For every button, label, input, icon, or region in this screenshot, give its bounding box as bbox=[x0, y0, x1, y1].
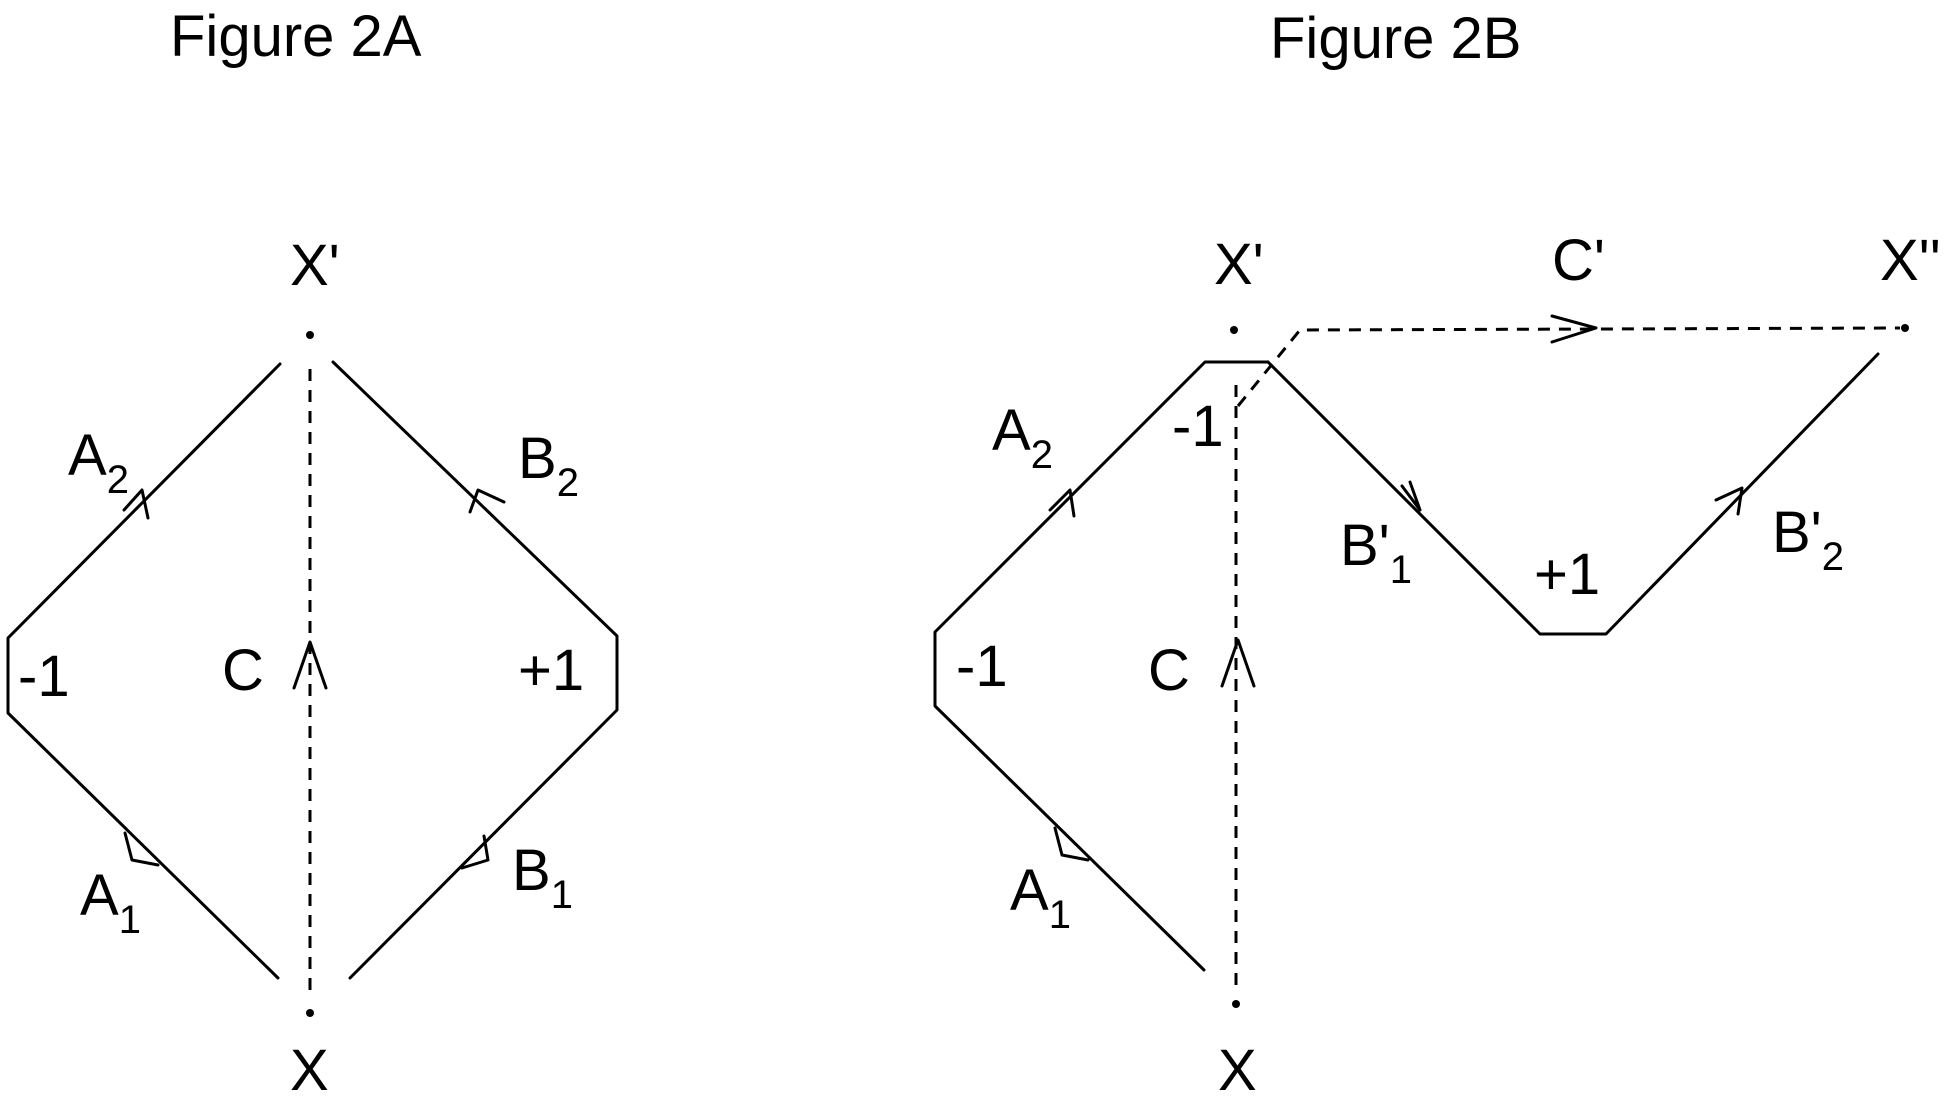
figure-2b-title: Figure 2B bbox=[1270, 6, 1521, 71]
left-weight: -1 bbox=[18, 644, 70, 709]
label-b2: B2 bbox=[518, 426, 579, 505]
label-c: C bbox=[222, 638, 264, 703]
arrow-b1-prime bbox=[1400, 480, 1422, 512]
arrow-b2-prime bbox=[1714, 486, 1744, 516]
node-x-label: X bbox=[1218, 1038, 1257, 1096]
label-a1: A1 bbox=[1010, 858, 1071, 937]
figure-2a-title: Figure 2A bbox=[170, 4, 422, 69]
arrow-c-prime bbox=[1550, 314, 1598, 344]
arrow-a1 bbox=[123, 831, 160, 867]
node-x-label: X bbox=[290, 1038, 329, 1096]
arrow-a2 bbox=[122, 488, 150, 520]
arrow-c bbox=[1220, 638, 1256, 688]
label-a1: A1 bbox=[80, 863, 141, 942]
arrow-a2 bbox=[1048, 488, 1076, 518]
label-a2: A2 bbox=[68, 423, 129, 502]
label-c-prime: C' bbox=[1552, 228, 1605, 293]
node-x bbox=[306, 1009, 314, 1017]
left-weight: -1 bbox=[956, 634, 1008, 699]
figure-2a: Figure 2A X' X A2 A1 -1 B2 B1 +1 C bbox=[6, 4, 619, 1096]
node-x-prime-label: X' bbox=[290, 233, 340, 298]
node-x bbox=[1232, 1000, 1240, 1008]
node-x-double-prime-label: X'' bbox=[1880, 228, 1941, 293]
right-weight: +1 bbox=[518, 638, 584, 703]
label-b1-prime: B'1 bbox=[1340, 513, 1412, 592]
label-c: C bbox=[1148, 638, 1190, 703]
arrow-c bbox=[292, 640, 328, 690]
node-x-prime bbox=[1230, 326, 1238, 334]
arrow-a1 bbox=[1053, 826, 1090, 862]
path-c-prime bbox=[1236, 326, 1901, 407]
figure-2b: Figure 2B X' X X'' A2 A1 -1 -1 B'1 B'2 +… bbox=[933, 6, 1941, 1096]
path-a bbox=[933, 360, 1270, 972]
label-a2: A2 bbox=[992, 398, 1053, 477]
node-x-prime-label: X' bbox=[1214, 232, 1264, 297]
top-weight: -1 bbox=[1172, 394, 1224, 459]
label-b2-prime: B'2 bbox=[1772, 500, 1844, 579]
label-b1: B1 bbox=[512, 838, 573, 917]
arrow-b1 bbox=[460, 834, 490, 870]
valley-weight: +1 bbox=[1534, 542, 1600, 607]
node-x-prime bbox=[306, 331, 314, 339]
arrow-b2 bbox=[468, 488, 506, 514]
node-x-double-prime bbox=[1901, 324, 1909, 332]
